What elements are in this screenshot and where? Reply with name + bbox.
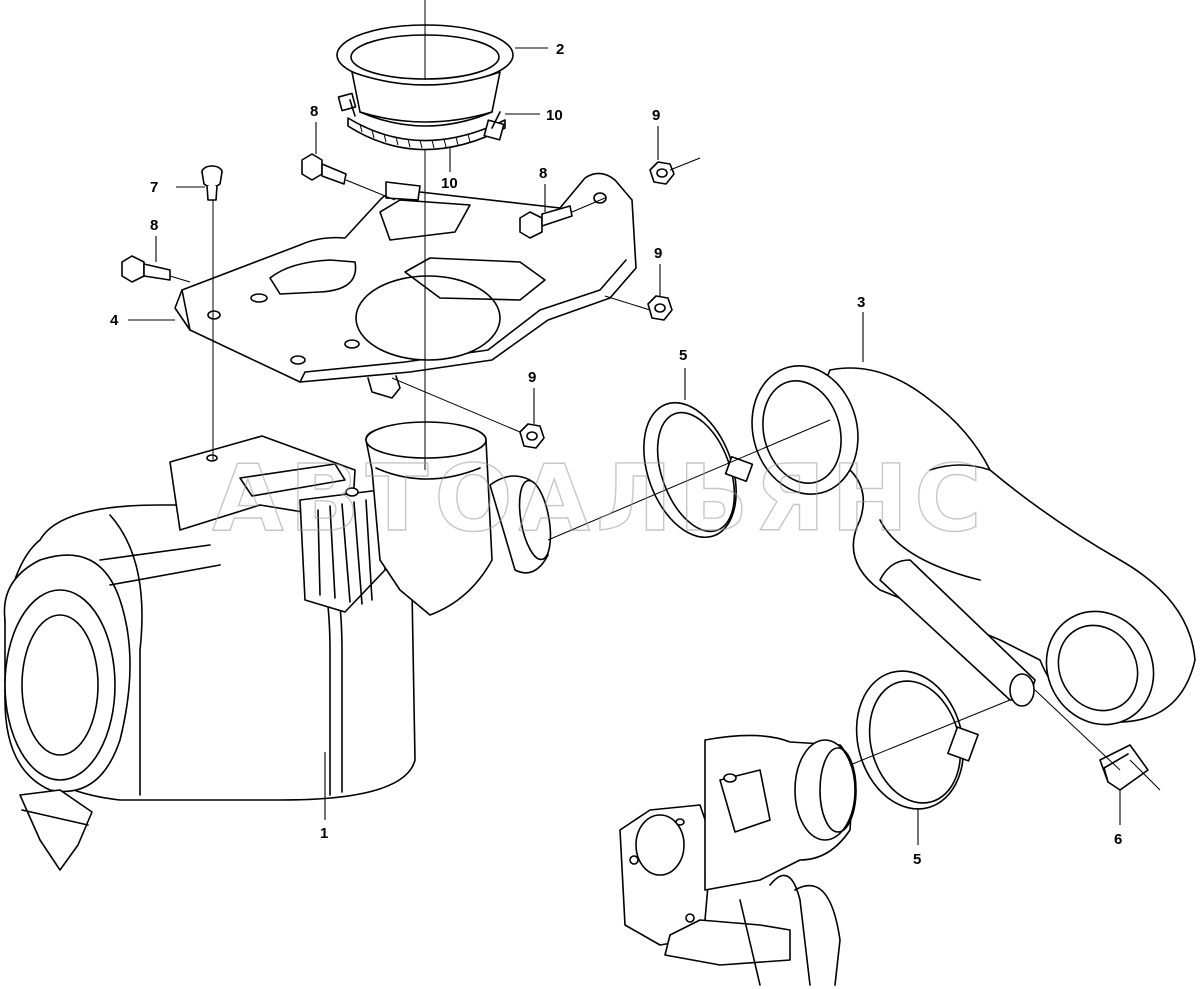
callout-10-top: 10 (546, 107, 563, 124)
callout-8-left: 8 (150, 217, 158, 234)
hose-clamp-lower-part (855, 670, 979, 810)
hose-clamp-upper-part (643, 401, 754, 539)
callout-9-low: 9 (528, 369, 536, 386)
callout-labels: 2 10 10 7 8 8 8 9 9 9 4 3 5 1 5 6 (110, 41, 1122, 868)
clip-part (1099, 744, 1149, 791)
band-clamp-part (337, 92, 506, 151)
air-filter-housing-part (3, 421, 552, 871)
turbocharger-part (619, 734, 857, 986)
assembly-centerlines (169, 0, 1161, 791)
callout-9-top: 9 (652, 107, 660, 124)
intake-hose-part (751, 364, 1196, 726)
callout-7: 7 (150, 179, 158, 196)
nut-part-9-low (519, 423, 545, 449)
callout-4: 4 (110, 312, 119, 329)
callout-2: 2 (556, 41, 564, 58)
callout-9-mid: 9 (654, 245, 662, 262)
nut-part-9-top (649, 161, 675, 185)
bolt-part-8-top (301, 153, 347, 185)
callout-10-bottom: 10 (441, 175, 458, 192)
bolt-part-8-left (121, 255, 171, 283)
callout-6: 6 (1114, 831, 1122, 848)
nut-part-9-mid (647, 295, 673, 321)
callout-8-top: 8 (310, 103, 318, 120)
callout-3: 3 (857, 294, 865, 311)
callout-5-lower: 5 (913, 851, 921, 868)
bolt-part-8-right (519, 205, 573, 239)
watermark: АВТОАЛЬЯНС (212, 445, 987, 552)
callout-1: 1 (320, 825, 328, 842)
leader-lines (128, 47, 1121, 845)
callout-5-upper: 5 (679, 347, 687, 364)
callout-8-right: 8 (539, 165, 547, 182)
bolt-part-7 (201, 165, 223, 201)
